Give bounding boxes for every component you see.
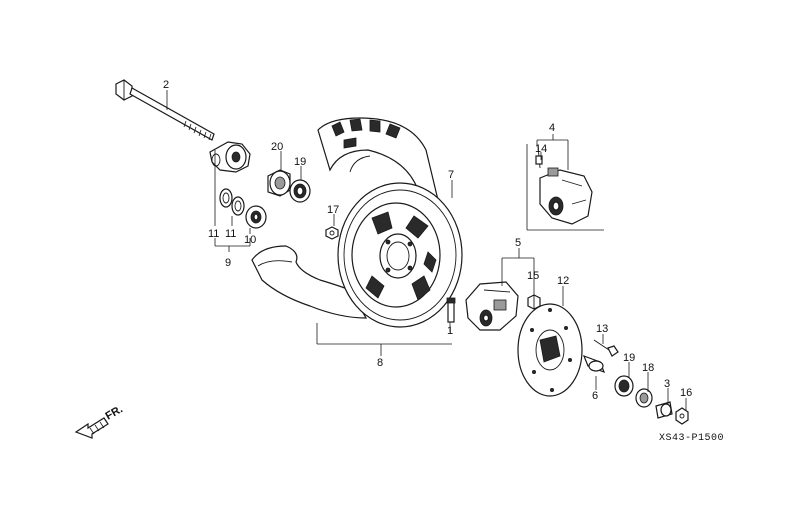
- label-8: 8: [377, 357, 383, 369]
- tire-tread-section: [317, 117, 439, 201]
- label-14: 14: [535, 143, 547, 155]
- dust-seal-19-right: [614, 375, 634, 397]
- label-15: 15: [527, 270, 539, 282]
- axle-bolt: [115, 79, 215, 141]
- collar-10: [245, 205, 267, 229]
- label-11b: 11: [225, 228, 236, 240]
- label-10: 10: [244, 234, 256, 246]
- axle-collar: [209, 141, 251, 173]
- label-19-right: 19: [623, 352, 635, 364]
- diagram-code: XS43-P1500: [659, 433, 724, 444]
- label-1: 1: [447, 325, 453, 337]
- label-16: 16: [680, 387, 692, 399]
- label-9: 9: [225, 257, 231, 269]
- valve-stem: [446, 297, 456, 323]
- nut-17: [325, 226, 339, 240]
- caliper-assembly-4: [539, 167, 593, 225]
- label-19-left: 19: [294, 156, 306, 168]
- label-2: 2: [163, 79, 169, 91]
- brake-disc: [517, 303, 583, 397]
- label-17: 17: [327, 204, 339, 216]
- bolt-13: [593, 339, 619, 357]
- label-3: 3: [664, 378, 670, 390]
- tire-lower-section: [251, 245, 368, 319]
- label-18: 18: [642, 362, 654, 374]
- bearing-20: [267, 169, 291, 197]
- label-12: 12: [557, 275, 569, 287]
- bleeder-14: [535, 145, 543, 169]
- label-4: 4: [549, 122, 555, 134]
- front-direction-arrow: FR.: [74, 403, 125, 439]
- label-6: 6: [592, 390, 598, 402]
- dust-seal-19-left: [289, 179, 311, 203]
- axle-nut-16: [675, 407, 689, 425]
- leader-lines: [166, 90, 687, 410]
- label-7: 7: [448, 169, 454, 181]
- caliper-bracket-5: [465, 281, 519, 331]
- direction-label: FR.: [104, 403, 125, 422]
- spacer-6: [582, 354, 606, 374]
- washers-11: [219, 188, 245, 216]
- bearing-18: [635, 388, 653, 408]
- wheel-rim: [337, 182, 463, 328]
- collar-3: [655, 401, 673, 419]
- label-20: 20: [271, 141, 283, 153]
- label-5: 5: [515, 237, 521, 249]
- label-11a: 11: [208, 228, 219, 240]
- label-13: 13: [596, 323, 608, 335]
